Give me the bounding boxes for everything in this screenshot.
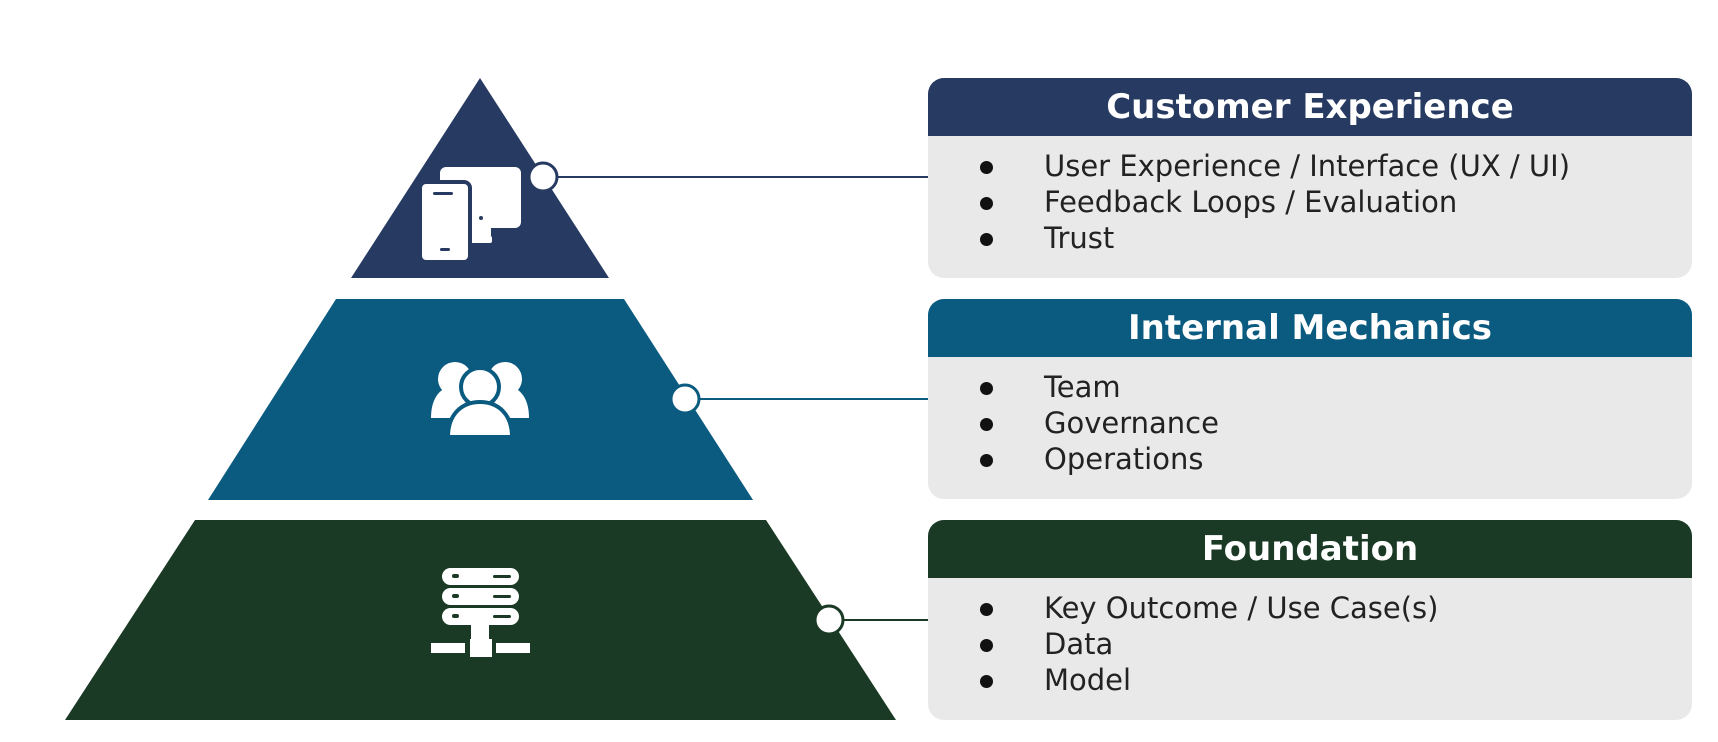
list-item: Key Outcome / Use Case(s) — [928, 590, 1692, 626]
bullet-icon — [980, 161, 993, 174]
bullet-icon — [980, 603, 993, 616]
list-item: Data — [928, 626, 1692, 662]
list-item-label: Data — [1044, 627, 1114, 661]
devices-icon — [418, 167, 521, 264]
card-customer-experience: Customer Experience User Experience / In… — [928, 78, 1692, 278]
connector-dot-foundation — [813, 604, 845, 636]
list-item: User Experience / Interface (UX / UI) — [928, 148, 1692, 184]
bullet-icon — [980, 639, 993, 652]
card-header-internal-mechanics: Internal Mechanics — [928, 299, 1692, 357]
list-item: Governance — [928, 405, 1692, 441]
list-item-label: Operations — [1044, 442, 1204, 476]
list-item-label: User Experience / Interface (UX / UI) — [1044, 149, 1571, 183]
bullet-icon — [980, 233, 993, 246]
team-icon — [431, 362, 529, 439]
bullet-icon — [980, 454, 993, 467]
list-item-label: Trust — [1044, 221, 1115, 255]
connector-dot-customer-experience — [527, 161, 559, 193]
list-item-label: Key Outcome / Use Case(s) — [1044, 591, 1439, 625]
card-internal-mechanics: Internal Mechanics Team Governance Opera… — [928, 299, 1692, 499]
list-item: Feedback Loops / Evaluation — [928, 184, 1692, 220]
bullet-icon — [980, 382, 993, 395]
card-header-foundation: Foundation — [928, 520, 1692, 578]
server-icon — [431, 568, 530, 657]
card-list-internal-mechanics: Team Governance Operations — [928, 357, 1692, 477]
bullet-icon — [980, 418, 993, 431]
card-header-customer-experience: Customer Experience — [928, 78, 1692, 136]
card-list-foundation: Key Outcome / Use Case(s) Data Model — [928, 578, 1692, 698]
bullet-icon — [980, 197, 993, 210]
list-item: Model — [928, 662, 1692, 698]
card-list-customer-experience: User Experience / Interface (UX / UI) Fe… — [928, 136, 1692, 256]
list-item-label: Governance — [1044, 406, 1219, 440]
list-item-label: Feedback Loops / Evaluation — [1044, 185, 1458, 219]
connector-dot-internal-mechanics — [669, 383, 701, 415]
list-item-label: Team — [1044, 370, 1121, 404]
list-item-label: Model — [1044, 663, 1132, 697]
bullet-icon — [980, 675, 993, 688]
list-item: Team — [928, 369, 1692, 405]
card-foundation: Foundation Key Outcome / Use Case(s) Dat… — [928, 520, 1692, 720]
list-item: Operations — [928, 441, 1692, 477]
list-item: Trust — [928, 220, 1692, 256]
